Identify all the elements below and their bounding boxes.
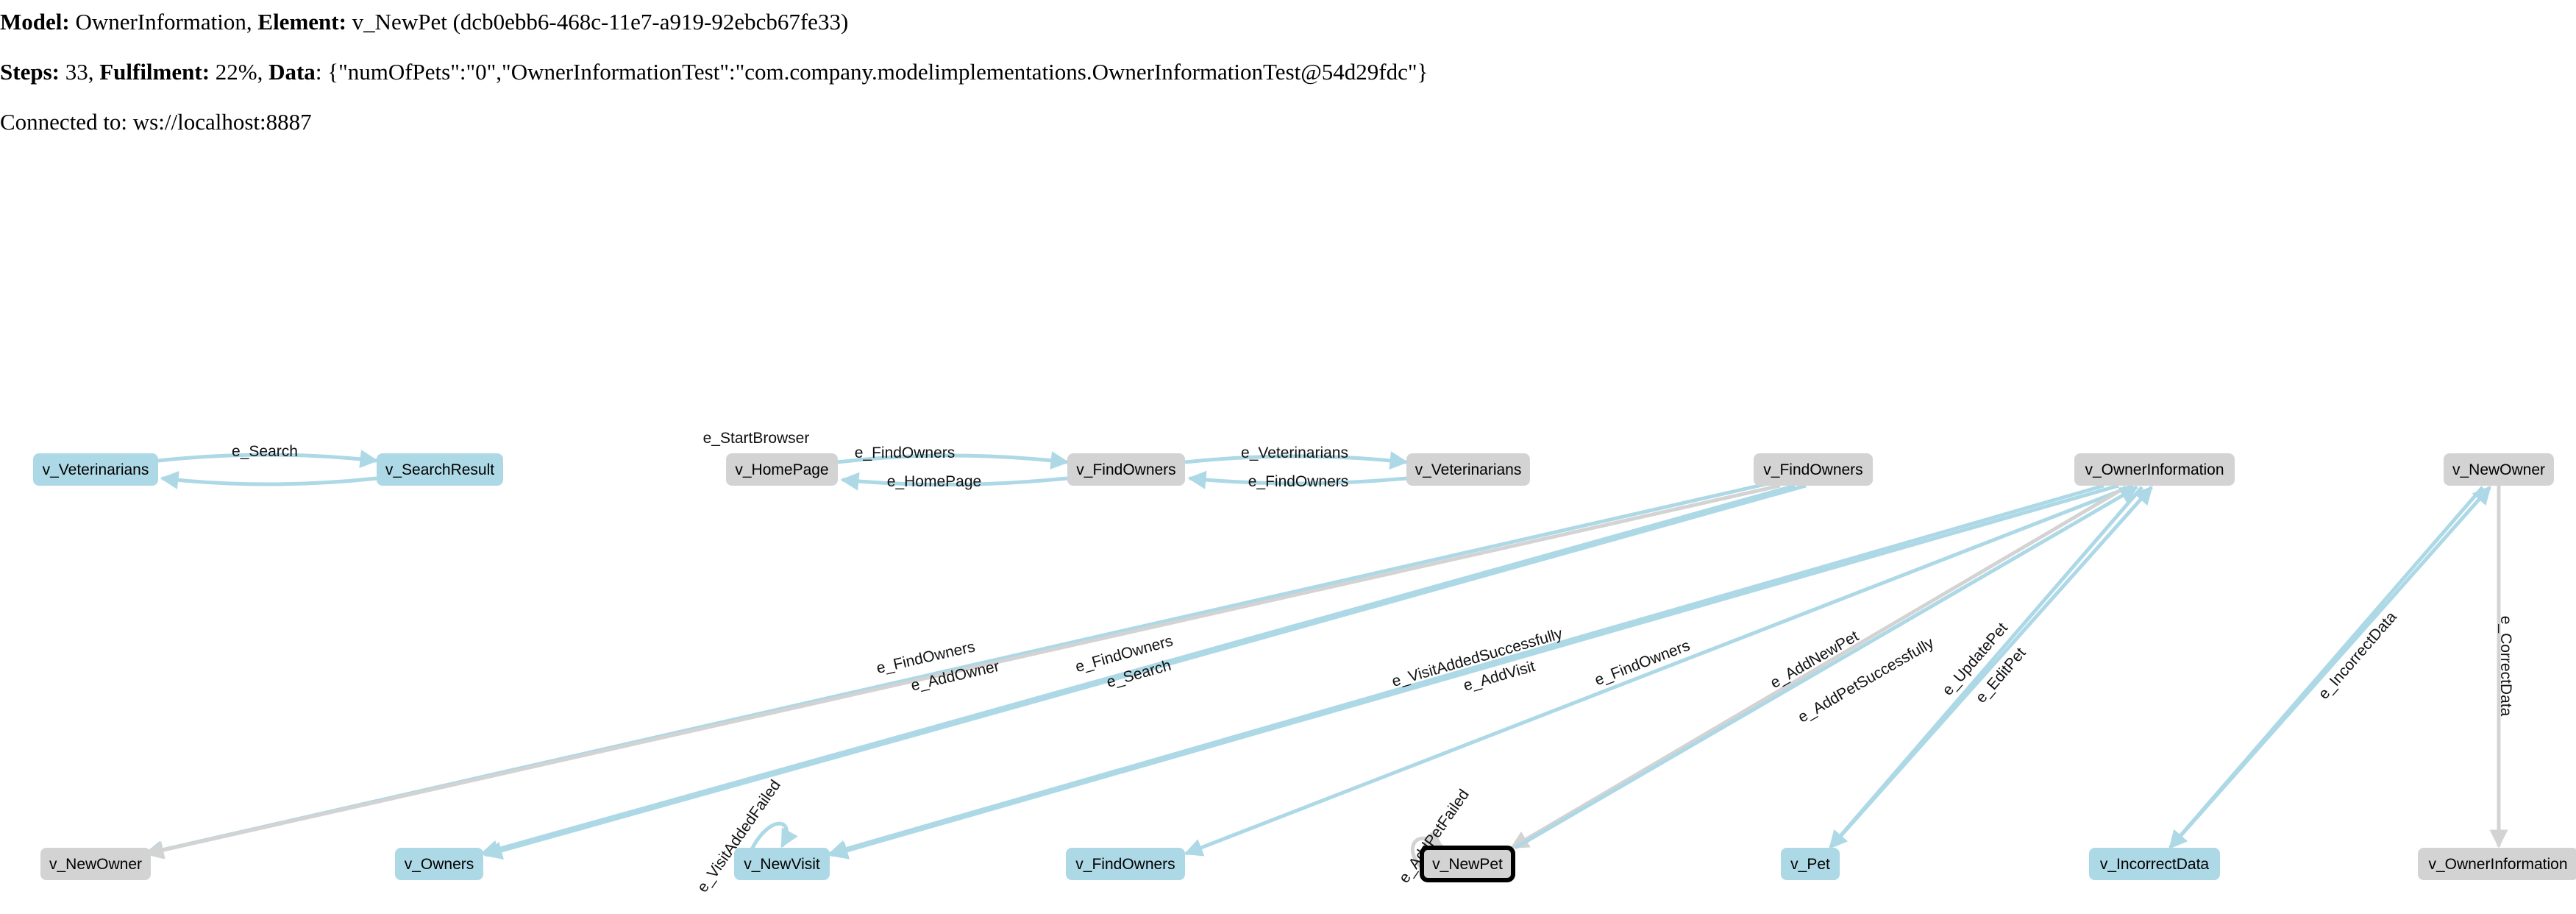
- node-box: [734, 848, 830, 880]
- node-box: [2418, 848, 2576, 880]
- edge-e-findowners: [1184, 483, 2134, 857]
- edge-e-findowners: [837, 451, 1070, 470]
- node-v-newowner[interactable]: v_NewOwner: [2444, 453, 2554, 486]
- node-v-veterinarians[interactable]: v_Veterinarians: [33, 453, 158, 486]
- edge-e-findowners: [480, 483, 1796, 858]
- node-label: v_Owners: [405, 856, 474, 873]
- node-v-pet[interactable]: v_Pet: [1781, 848, 1840, 880]
- connected-url: ws://localhost:8887: [132, 109, 312, 135]
- node-label: v_NewOwner: [49, 856, 142, 873]
- node-label: v_NewVisit: [744, 856, 820, 873]
- node-v-newvisit[interactable]: v_NewVisit: [734, 848, 830, 880]
- node-box: [2074, 453, 2235, 486]
- steps-value: 33: [65, 59, 88, 85]
- node-label: v_NewPet: [1432, 856, 1503, 873]
- edge-label: e_FindOwners: [855, 444, 956, 461]
- node-v-ownerinformation[interactable]: v_OwnerInformation: [2074, 453, 2235, 486]
- edge-e-veterinarians: [1184, 451, 1409, 470]
- edge-e-search: [483, 483, 1807, 860]
- node-box: [395, 848, 483, 880]
- node-v-searchresult[interactable]: v_SearchResult: [377, 453, 503, 486]
- node-v-owners[interactable]: v_Owners: [395, 848, 483, 880]
- node-box: [2089, 848, 2220, 880]
- node-label: v_FindOwners: [1076, 461, 1175, 478]
- element-label: Element:: [257, 9, 346, 35]
- node-v-findowners[interactable]: v_FindOwners: [1067, 453, 1185, 486]
- element-name: v_NewPet: [352, 9, 447, 35]
- node-box: [377, 453, 503, 486]
- node-label: v_Veterinarians: [43, 461, 149, 478]
- edge-e-findowners: [1187, 470, 1407, 489]
- edge-e-homepage: [840, 472, 1068, 491]
- edges: [143, 450, 2508, 874]
- node-v-findowners[interactable]: v_FindOwners: [1066, 848, 1185, 880]
- node-label: v_Pet: [1790, 856, 1830, 873]
- node-box: [1420, 846, 1515, 882]
- node-label: v_OwnerInformation: [2428, 856, 2567, 873]
- node-v-veterinarians[interactable]: v_Veterinarians: [1406, 453, 1530, 486]
- edge-label: e_Veterinarians: [1241, 444, 1348, 461]
- edge-label: e_IncorrectData: [2315, 609, 2400, 703]
- edge-e-visitaddedfailed: [748, 821, 798, 854]
- data-value: {"numOfPets":"0","OwnerInformationTest":…: [327, 59, 1428, 85]
- model-label: Model:: [0, 9, 70, 35]
- steps-line: Steps: 33, Fulfilment: 22%, Data: {"numO…: [0, 59, 1428, 85]
- fulfilment-label: Fulfilment:: [99, 59, 210, 85]
- node-label: v_IncorrectData: [2100, 856, 2210, 873]
- node-box: [2444, 453, 2554, 486]
- edge-label: e_FindOwners: [1248, 473, 1349, 490]
- node-v-newpet[interactable]: v_NewPet: [1420, 846, 1515, 882]
- node-box: [726, 453, 838, 486]
- node-v-homepage[interactable]: v_HomePage: [726, 453, 838, 486]
- edge-e-search: [157, 450, 379, 469]
- edge-labels: e_Search e_FindOwners e_HomePage e_Veterina…: [232, 430, 2514, 896]
- edge-e-addvisit: [829, 483, 2119, 860]
- data-label: Data: [268, 59, 316, 85]
- node-box: [1781, 848, 1840, 880]
- node-box: [1066, 848, 1185, 880]
- connection-line: Connected to: ws://localhost:8887: [0, 107, 312, 137]
- edge-label: e_HomePage: [887, 473, 981, 490]
- edge-e-addnewpet: [1509, 485, 2127, 850]
- edge-e-editpet: [1829, 486, 2153, 849]
- edge-e-addpetsuccessfully: [1514, 485, 2139, 850]
- node-label: v_SearchResult: [385, 461, 494, 478]
- node-box: [1406, 453, 1530, 486]
- edge-unnamed: [160, 471, 377, 489]
- edge-label: e_StartBrowser: [703, 430, 810, 447]
- node-v-findowners[interactable]: v_FindOwners: [1754, 453, 1873, 486]
- steps-label: Steps:: [0, 59, 60, 85]
- node-box: [1067, 453, 1185, 486]
- edge-e-addowner: [145, 483, 1781, 860]
- node-v-incorrectdata[interactable]: v_IncorrectData: [2089, 848, 2220, 880]
- node-v-newowner[interactable]: v_NewOwner: [40, 848, 151, 880]
- edge-unnamed: [2168, 486, 2491, 849]
- node-box: [40, 848, 151, 880]
- node-label: v_FindOwners: [1075, 856, 1175, 873]
- edge-label: e_CorrectData: [2497, 616, 2514, 717]
- node-label: v_HomePage: [735, 461, 828, 478]
- node-box: [33, 453, 158, 486]
- edge-label: e_Search: [232, 443, 298, 460]
- element-id: (dcb0ebb6-468c-11e7-a919-92ebcb67fe33): [452, 9, 849, 35]
- node-label: v_OwnerInformation: [2085, 461, 2224, 478]
- model-line: Model: OwnerInformation, Element: v_NewP…: [0, 9, 849, 35]
- node-v-ownerinformation[interactable]: v_OwnerInformation: [2418, 848, 2576, 880]
- fulfilment-value: 22%: [215, 59, 257, 85]
- node-label: v_NewOwner: [2452, 461, 2545, 478]
- connected-label: Connected to:: [0, 109, 128, 135]
- edge-e-visitaddedsuccessfully: [828, 483, 2104, 858]
- node-box: [1754, 453, 1873, 486]
- node-label: v_FindOwners: [1763, 461, 1862, 478]
- model-name: OwnerInformation: [75, 9, 246, 35]
- node-label: v_Veterinarians: [1415, 461, 1522, 478]
